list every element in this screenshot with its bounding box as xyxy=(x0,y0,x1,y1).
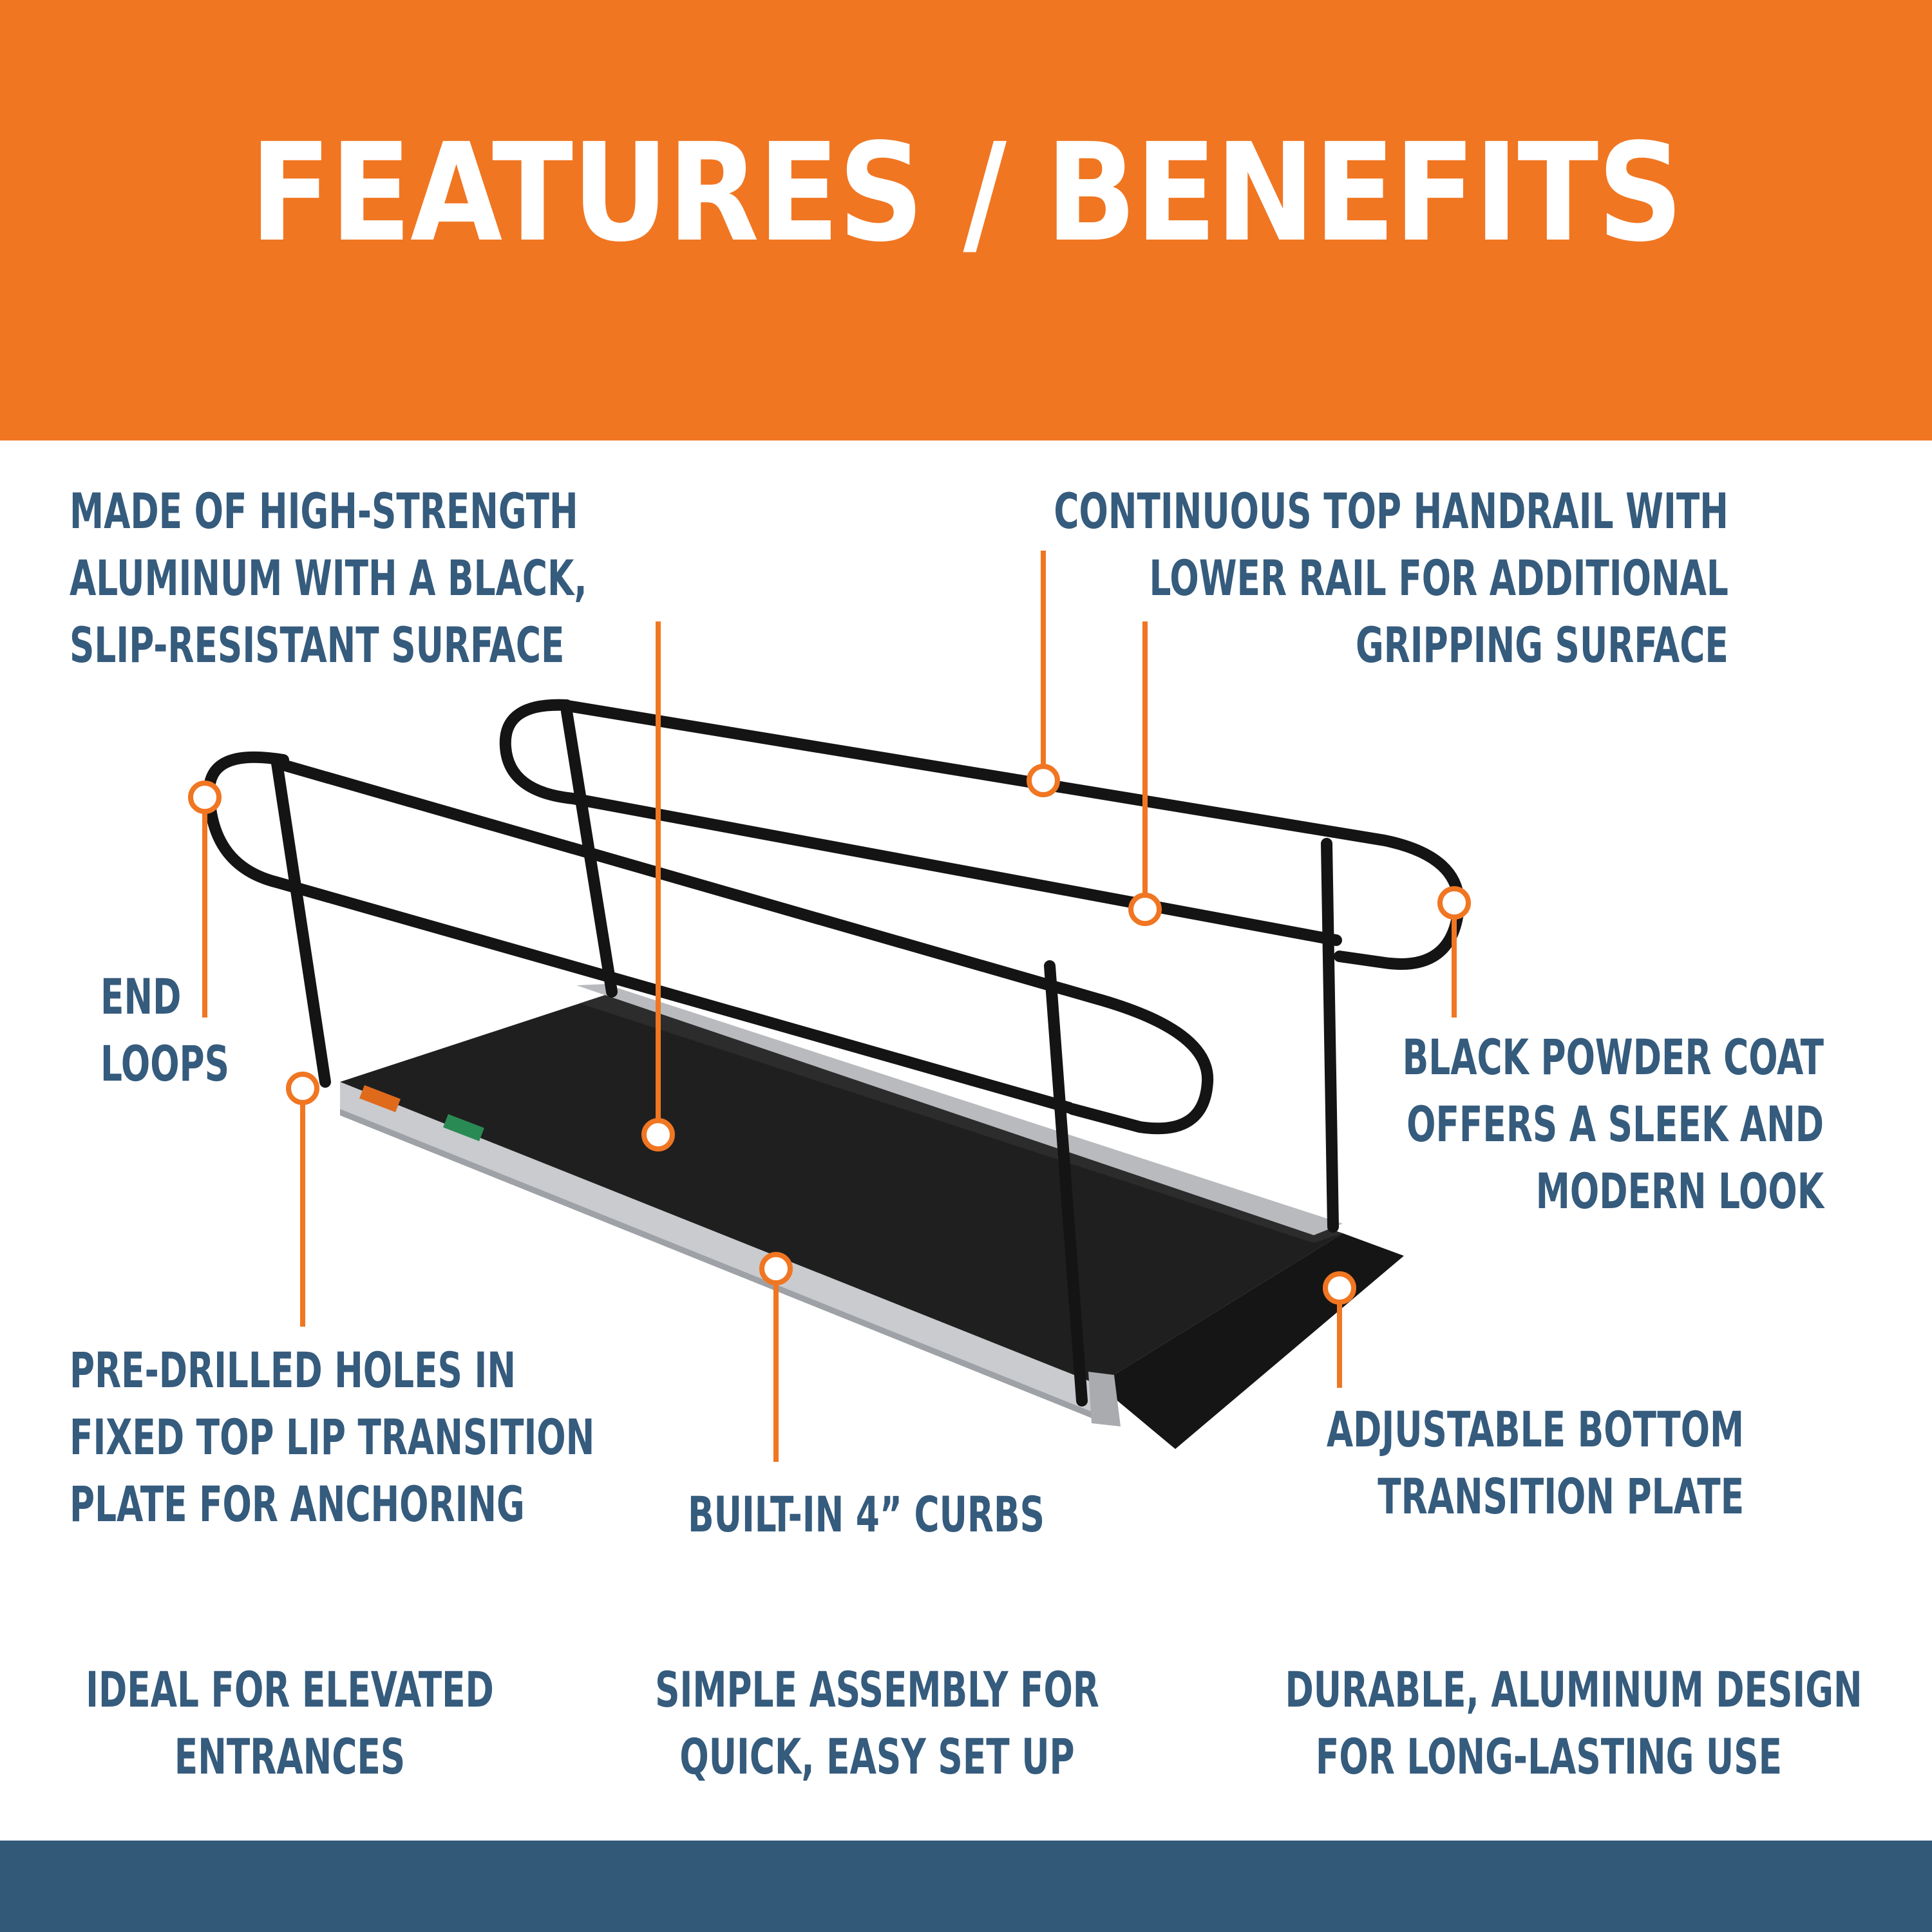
benefit-simple-assembly: SIMPLE ASSEMBLY FOR QUICK, EASY SET UP xyxy=(655,1661,1099,1785)
callout-end-loops: END LOOPS xyxy=(100,968,230,1092)
ramp-surface xyxy=(340,995,1343,1385)
far-curb xyxy=(576,984,1343,1235)
benefit-durable-design: DURABLE, ALUMINUM DESIGN FOR LONG-LASTIN… xyxy=(1285,1661,1862,1785)
callout-markers xyxy=(188,551,1471,1462)
curb-brand-sticker xyxy=(443,1113,484,1142)
callout-bottom-plate: ADJUSTABLE BOTTOM TRANSITION PLATE xyxy=(1326,1401,1744,1525)
header-banner: FEATURES / BENEFITS xyxy=(0,0,1932,440)
callout-aluminum-surface: MADE OF HIGH-STRENGTH ALUMINUM WITH A BL… xyxy=(70,482,587,674)
page-title: FEATURES / BENEFITS xyxy=(250,114,1683,272)
bottom-plate-bracket xyxy=(1088,1372,1121,1426)
callout-curbs: BUILT-IN 4” CURBS xyxy=(688,1486,1045,1543)
footer-bar xyxy=(0,1841,1932,1932)
curb-warning-sticker xyxy=(359,1084,401,1113)
callout-powder-coat: BLACK POWDER COAT OFFERS A SLEEK AND MOD… xyxy=(1402,1028,1824,1220)
callout-handrail: CONTINUOUS TOP HANDRAIL WITH LOWER RAIL … xyxy=(1054,482,1728,674)
callout-pre-drilled: PRE-DRILLED HOLES IN FIXED TOP LIP TRANS… xyxy=(70,1341,595,1533)
ramp-surface-shade xyxy=(580,995,1343,1243)
near-curb xyxy=(340,1082,1098,1417)
near-curb-edge xyxy=(340,1109,1098,1421)
benefit-elevated-entrances: IDEAL FOR ELEVATED ENTRANCES xyxy=(86,1661,494,1785)
